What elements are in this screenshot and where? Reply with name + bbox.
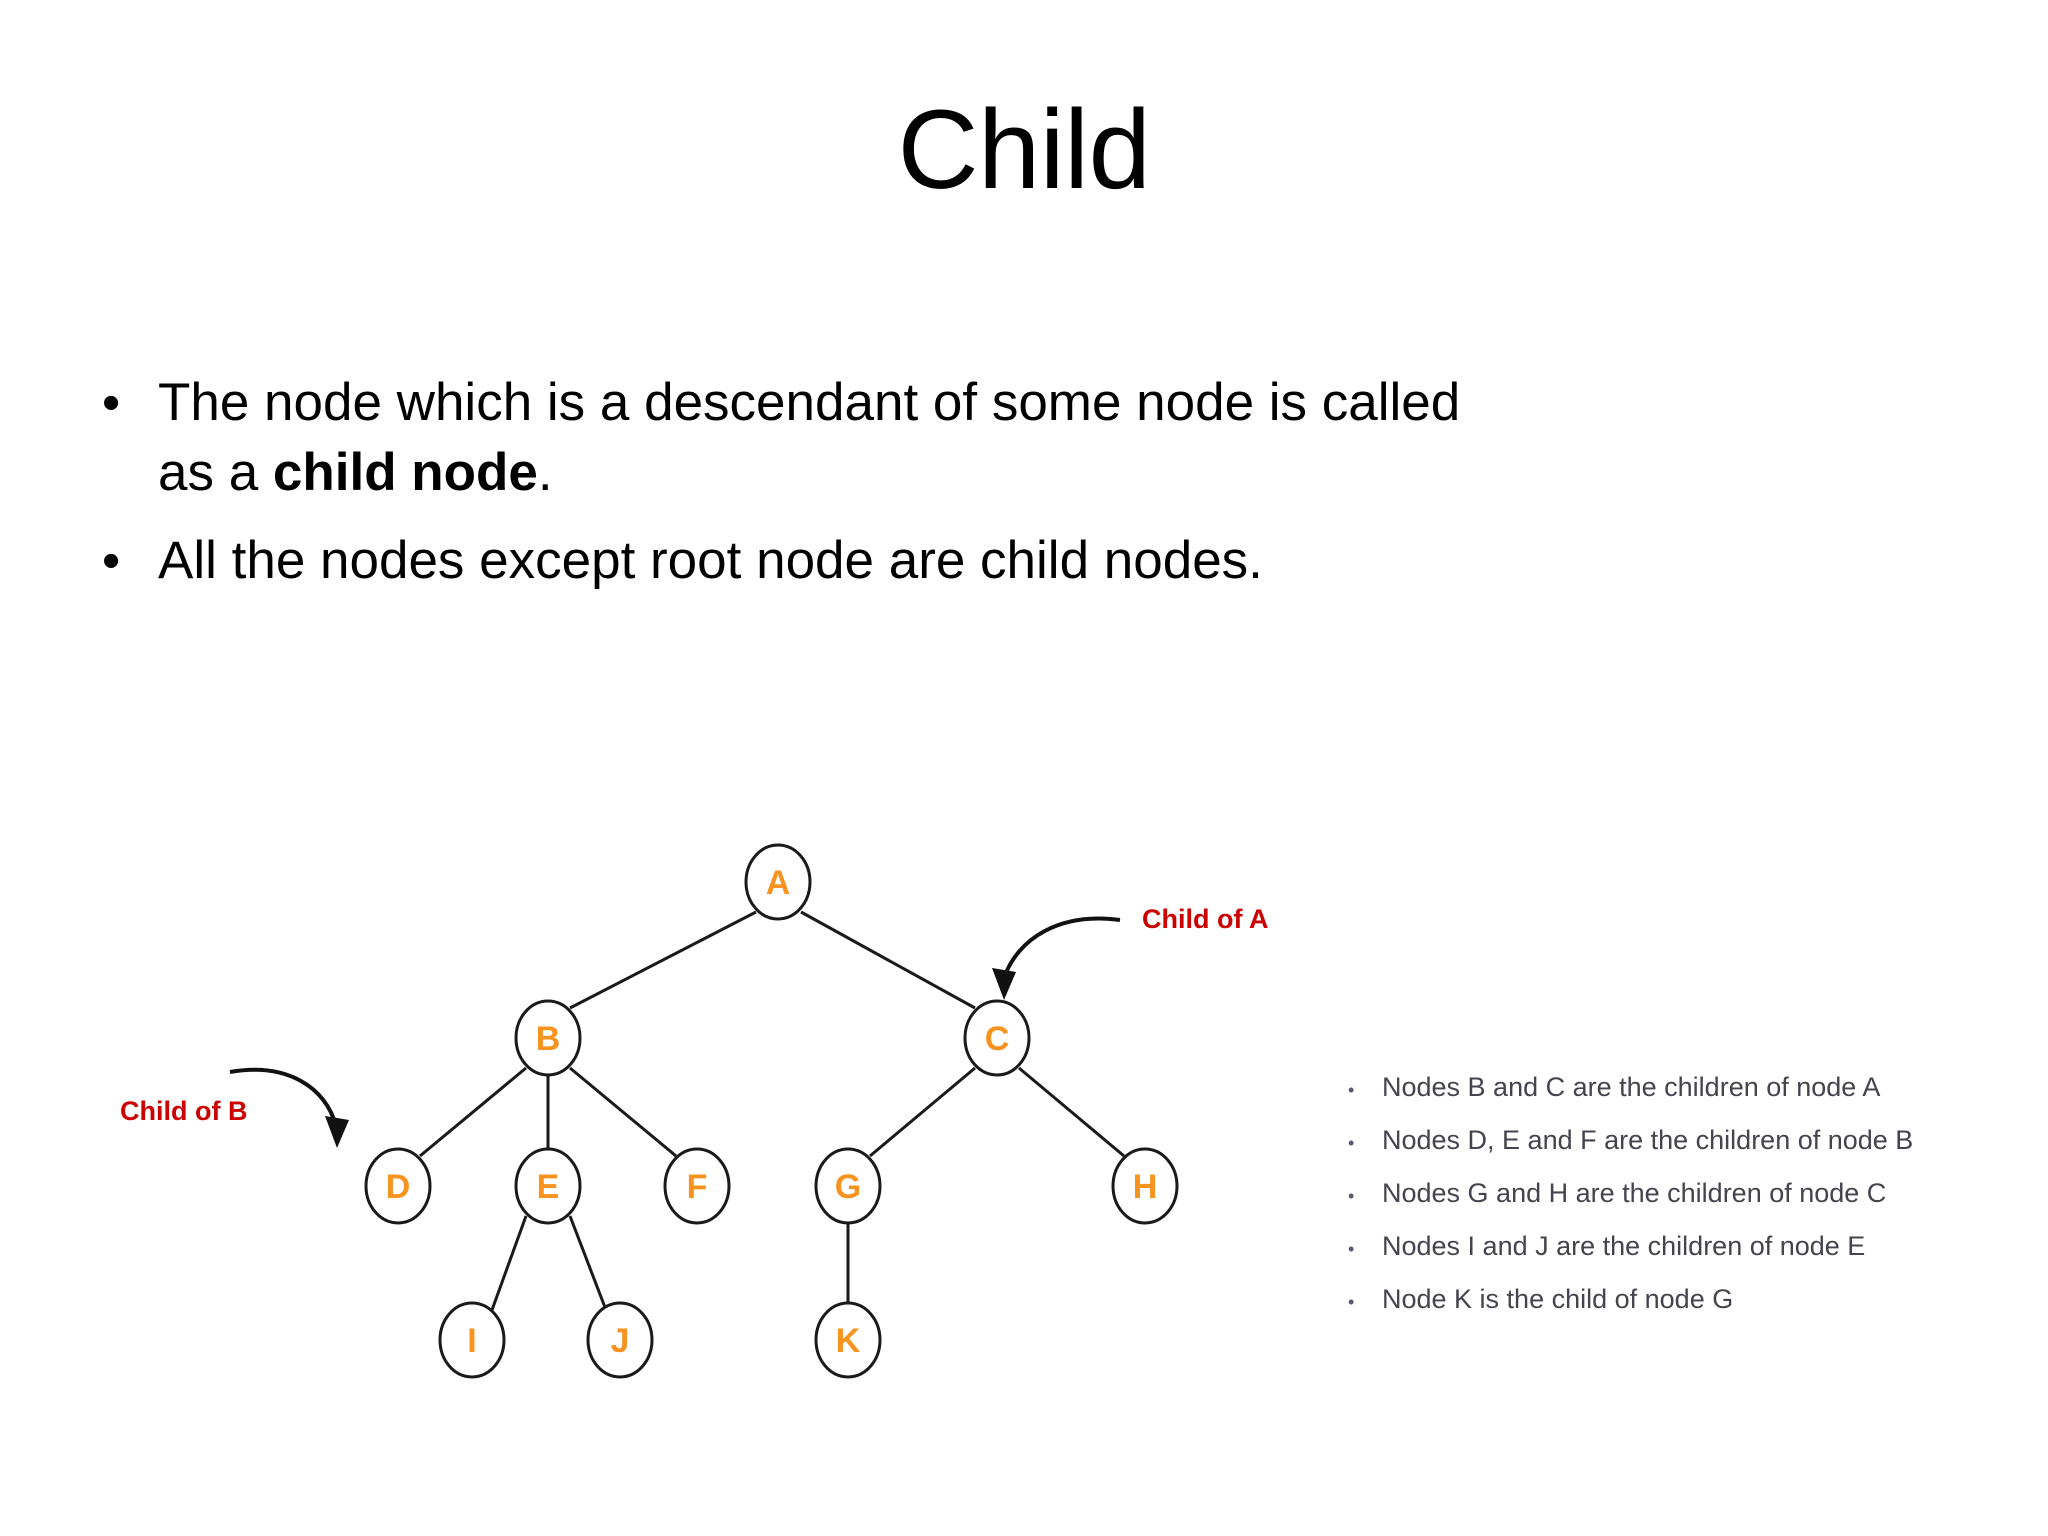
tree-diagram: A B C D E F G [120, 820, 1300, 1400]
bullet-text: All the nodes except root node are child… [158, 526, 1516, 596]
note-marker-icon: • [1348, 1133, 1355, 1153]
callout-arrowhead-b-icon [325, 1116, 349, 1148]
page-title: Child [897, 87, 1151, 212]
node-label: E [537, 1168, 560, 1206]
tree-node-k[interactable]: K [814, 1301, 882, 1379]
tree-node-d[interactable]: D [364, 1147, 432, 1225]
node-label: I [467, 1322, 476, 1360]
bullet-marker-icon: • [102, 374, 121, 432]
node-shape [744, 843, 812, 921]
tree-edge-a-c [800, 910, 976, 1010]
callout-label-a: Child of A [1142, 904, 1268, 934]
note-text: Nodes B and C are the children of node A [1382, 1072, 1881, 1102]
tree-node-h[interactable]: H [1111, 1147, 1179, 1225]
tree-edge-c-g [869, 1066, 976, 1158]
list-item: • Nodes D, E and F are the children of n… [1348, 1125, 2028, 1158]
tree-nodes: A B C D E F G [364, 843, 1179, 1379]
node-label: H [1133, 1168, 1158, 1206]
node-label: G [835, 1168, 861, 1206]
node-shape [438, 1301, 506, 1379]
callout-label-b: Child of B [120, 1096, 247, 1126]
node-shape [814, 1301, 882, 1379]
node-label: J [611, 1322, 630, 1360]
bullet-marker-icon: • [102, 532, 121, 590]
node-shape [586, 1301, 654, 1379]
tree-edge-e-i [490, 1215, 528, 1311]
node-label: C [985, 1020, 1010, 1058]
note-text: Nodes G and H are the children of node C [1382, 1178, 1887, 1208]
list-item: • The node which is a descendant of some… [96, 368, 1516, 508]
note-marker-icon: • [1348, 1239, 1355, 1259]
callout-arrow-a-icon [1002, 916, 1121, 979]
note-marker-icon: • [1348, 1080, 1355, 1100]
callout-arrow-b-icon [229, 1067, 338, 1127]
bullet-text: The node which is a descendant of some n… [158, 368, 1516, 508]
tree-node-c[interactable]: C [963, 999, 1031, 1077]
list-item: • All the nodes except root node are chi… [96, 526, 1516, 596]
tree-edge-b-f [569, 1066, 677, 1158]
list-item: • Nodes B and C are the children of node… [1348, 1072, 2028, 1105]
tree-node-a[interactable]: A [744, 843, 812, 921]
tree-node-e[interactable]: E [514, 1147, 582, 1225]
tree-edge-e-j [568, 1215, 608, 1311]
bullet-text-bold: child node [272, 443, 538, 502]
node-label: D [386, 1168, 411, 1206]
bullet-list: • The node which is a descendant of some… [96, 368, 1516, 614]
node-shape [963, 999, 1031, 1077]
node-label: K [836, 1322, 861, 1360]
node-shape [514, 999, 582, 1077]
node-shape [663, 1147, 731, 1225]
tree-edge-c-h [1018, 1066, 1125, 1158]
bullet-text-prefix: The node which is a descendant of some n… [158, 373, 1461, 502]
node-shape [1111, 1147, 1179, 1225]
callout-child-of-a: Child of A [992, 904, 1268, 1000]
node-label: A [766, 864, 791, 902]
list-item: • Node K is the child of node G [1348, 1284, 2028, 1317]
tree-node-i[interactable]: I [438, 1301, 506, 1379]
list-item: • Nodes G and H are the children of node… [1348, 1178, 2028, 1211]
tree-node-j[interactable]: J [586, 1301, 654, 1379]
tree-edges [419, 910, 1125, 1311]
callout-arrowhead-a-icon [992, 968, 1016, 1000]
note-marker-icon: • [1348, 1186, 1355, 1206]
node-shape [514, 1147, 582, 1225]
tree-edge-a-b [569, 910, 757, 1010]
callout-child-of-b: Child of B [120, 1067, 349, 1148]
node-shape [364, 1147, 432, 1225]
note-text: Nodes D, E and F are the children of nod… [1382, 1125, 1914, 1155]
list-item: • Nodes I and J are the children of node… [1348, 1231, 2028, 1264]
node-label: F [687, 1168, 708, 1206]
bullet-text-prefix: All the nodes except root node are child… [158, 531, 1263, 590]
tree-node-b[interactable]: B [514, 999, 582, 1077]
tree-edge-b-d [419, 1066, 527, 1158]
note-marker-icon: • [1348, 1292, 1355, 1312]
node-shape [814, 1147, 882, 1225]
tree-node-g[interactable]: G [814, 1147, 882, 1225]
node-label: B [536, 1020, 561, 1058]
diagram-notes-list: • Nodes B and C are the children of node… [1348, 1072, 2028, 1337]
tree-node-f[interactable]: F [663, 1147, 731, 1225]
note-text: Nodes I and J are the children of node E [1382, 1231, 1866, 1261]
note-text: Node K is the child of node G [1382, 1284, 1734, 1314]
bullet-text-suffix: . [537, 443, 553, 502]
